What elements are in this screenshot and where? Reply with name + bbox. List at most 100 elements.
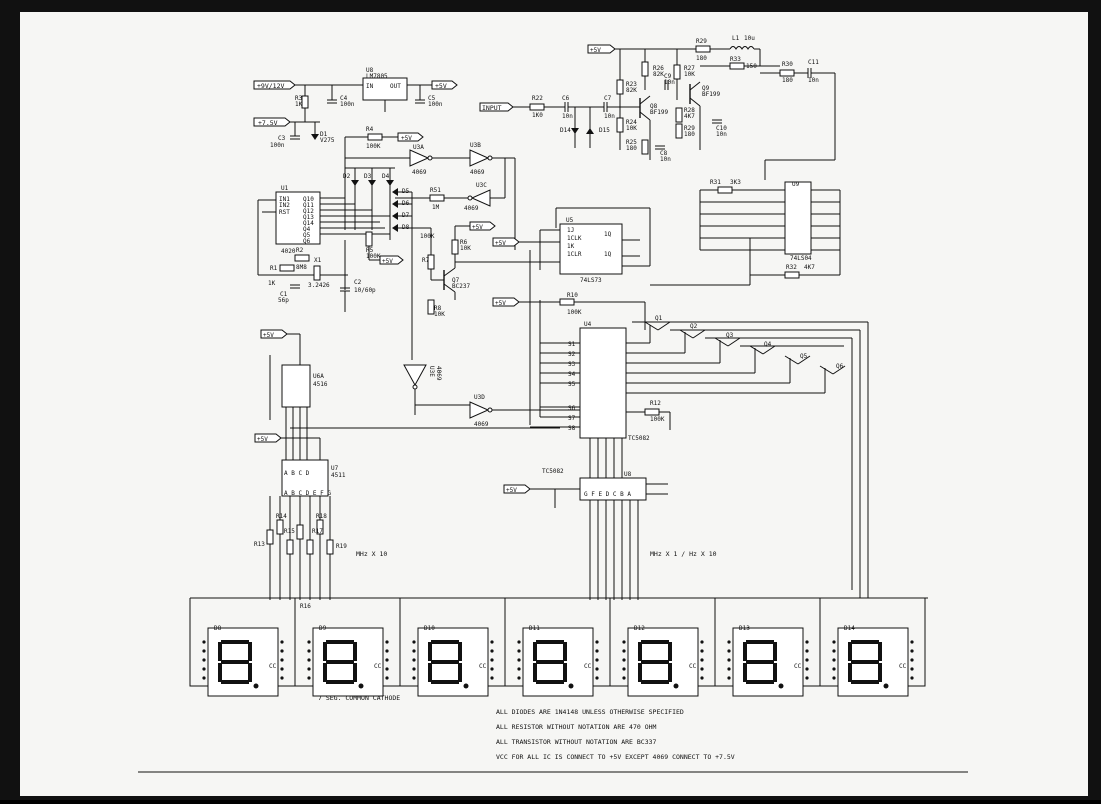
r33-label: R33 <box>730 56 741 63</box>
display-dp <box>673 683 679 689</box>
display-segment <box>851 660 879 664</box>
port-5v-r4-label: +5V <box>401 135 412 142</box>
r29-value: 180 <box>684 131 695 138</box>
u4-pin-labels: S1 S2 S3 S4 S5 S6 S7 S8 <box>568 341 576 432</box>
r23-label: R23 <box>626 81 637 88</box>
display-segment <box>668 642 672 661</box>
display-segment <box>323 663 327 682</box>
r13-label: R13 <box>254 541 265 548</box>
display-segment <box>248 642 252 661</box>
display-pin <box>727 658 731 662</box>
display-driver-u4: +5V R10 100K U4 TC5082 S1 S2 S3 S4 S5 S6… <box>492 292 825 480</box>
r26-label: R26 <box>653 65 664 72</box>
u8b-pins: G F E D C B A <box>584 491 631 498</box>
transistor-q3: Q3 <box>714 332 741 363</box>
u5-label: U5 <box>566 217 574 224</box>
display-pin <box>490 658 494 662</box>
display-pin <box>490 649 494 653</box>
u5-pin: 1CLR <box>567 251 582 258</box>
display-pin <box>307 640 311 644</box>
q1-label: Q1 <box>655 315 663 322</box>
note-transistors: ALL TRANSISTOR WITHOUT NOTATION ARE BC33… <box>496 738 657 746</box>
port-5v-r10-label: +5V <box>495 300 506 307</box>
display-pin <box>517 676 521 680</box>
r25-value: 180 <box>626 145 637 152</box>
r24-label: R24 <box>626 119 637 126</box>
r30-value: 180 <box>782 77 793 84</box>
digit-transistors: Q1 Q2 Q3 Q4 Q5 Q6 <box>632 315 869 598</box>
display-label: D11 <box>529 625 540 632</box>
c6-label: C6 <box>562 95 570 102</box>
display-segment <box>563 663 567 682</box>
display-pin <box>805 667 809 671</box>
display-segment <box>746 680 774 684</box>
c11-value: 10n <box>808 77 819 84</box>
c7-value: 10n <box>604 113 615 120</box>
u8-label: U8 <box>366 67 374 74</box>
r31-label: R31 <box>710 179 721 186</box>
u3d-label: U3D <box>474 394 485 401</box>
port-5v-out-label: +5V <box>435 82 447 90</box>
display-pin <box>727 676 731 680</box>
display-pin <box>490 667 494 671</box>
q3-label: Q3 <box>726 332 734 339</box>
r10-value: 100K <box>567 309 582 316</box>
display-pin <box>490 676 494 680</box>
display-segment <box>668 663 672 682</box>
display-pin <box>307 649 311 653</box>
display-pin <box>595 658 599 662</box>
display-pin <box>385 649 389 653</box>
display-dp <box>883 683 889 689</box>
d1-label: D1 <box>320 131 328 138</box>
display-segment <box>458 642 462 661</box>
display-segment <box>353 663 357 682</box>
u6a-part: 4516 <box>313 381 328 388</box>
display-segment <box>326 640 354 644</box>
display-segment <box>326 660 354 664</box>
display-pin <box>832 676 836 680</box>
display-segment <box>536 680 564 684</box>
r51-value: 1M <box>432 204 440 211</box>
display-pin <box>805 649 809 653</box>
transistor-q4: Q4 <box>749 341 776 373</box>
c6-value: 10n <box>562 113 573 120</box>
display-pin <box>832 667 836 671</box>
u4-pin: S3 <box>568 361 576 368</box>
display-pin <box>202 640 206 644</box>
d14-label: D14 <box>560 127 571 134</box>
u1-pin: Q13 <box>303 214 314 221</box>
u5-pin: 1Q <box>604 251 612 258</box>
d2-label: D2 <box>343 173 351 180</box>
display-pin <box>517 649 521 653</box>
display-pin <box>412 667 416 671</box>
c4-label: C4 <box>340 95 348 102</box>
note-vcc: VCC FOR ALL IC IS CONNECT TO +5V EXCEPT … <box>496 753 735 761</box>
display-pin <box>700 640 704 644</box>
c10-label: C10 <box>716 125 727 132</box>
mhz-x1-label: MHz X 1 / Hz X 10 <box>650 550 717 558</box>
display-segment <box>638 642 642 661</box>
c7-label: C7 <box>604 95 612 102</box>
r24-value: 10K <box>626 125 637 132</box>
u1-pin: IN2 <box>279 202 290 209</box>
display-pin <box>700 658 704 662</box>
u7-label: U7 <box>331 465 339 472</box>
r7-value: 100K <box>420 233 435 240</box>
segment-resistors-left: R13 R14 R15 R17 R18 R19 R16 MHz X 10 <box>254 496 387 610</box>
display-label: D12 <box>634 625 645 632</box>
display-pin <box>385 676 389 680</box>
display-segment <box>431 680 459 684</box>
display-pin <box>280 649 284 653</box>
display-segment <box>641 680 669 684</box>
r6-value: 10K <box>460 245 471 252</box>
display-pin <box>805 676 809 680</box>
note-diodes: ALL DIODES ARE 1N4148 UNLESS OTHERWISE S… <box>496 708 684 716</box>
u1-pin: RST <box>279 209 290 216</box>
r32-value: 4K7 <box>804 264 815 271</box>
u1-part: 4020 <box>281 248 296 255</box>
display-pin <box>622 658 626 662</box>
